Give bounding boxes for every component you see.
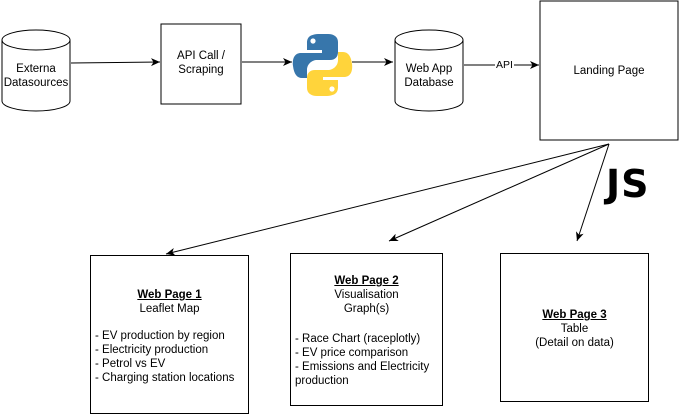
web-app-database-label-line-1: Web App [405, 63, 453, 75]
js-logo-icon: JS [606, 162, 650, 206]
list-item: - Electricity production [95, 344, 209, 356]
web-page-1-title: Web Page 1 [137, 289, 202, 301]
web-page-3-subtitle-line-1: Table [560, 323, 589, 335]
web-app-database-label-line-2: Database [404, 77, 454, 89]
web-page-3-header: Web Page 3 Table (Detail on data) [501, 308, 648, 350]
api-call-label: API Call / Scraping [161, 49, 241, 77]
web-app-database-cylinder[interactable] [394, 29, 464, 112]
list-item: - Petrol vs EV [95, 358, 166, 370]
arrow-landing-to-page2 [388, 143, 610, 242]
landing-page-label-text: Landing Page [573, 65, 645, 77]
python-logo-blue-icon [292, 34, 338, 78]
web-page-2-subtitle-line-1: Visualisation [334, 289, 399, 301]
arrow-datasources-to-api [70, 58, 161, 67]
arrow-landing-to-page1 [165, 143, 610, 256]
api-call-box[interactable] [160, 23, 242, 105]
web-page-2-box[interactable]: Web Page 2 Visualisation Graph(s) - Race… [290, 253, 443, 406]
web-page-2-title: Web Page 2 [334, 275, 399, 287]
web-page-1-subtitle: Leaflet Map [139, 303, 200, 315]
api-call-label-line-2: Scraping [178, 64, 224, 76]
python-logo-icon [292, 34, 353, 96]
api-edge-label: API [495, 59, 514, 71]
landing-page-label: Landing Page [540, 64, 678, 78]
list-item: - Emissions and Electricity production [295, 361, 430, 387]
python-logo-yellow-icon [307, 52, 353, 96]
list-item: - EV price comparison [295, 347, 409, 359]
external-datasources-label-line-1: Externa [16, 63, 56, 75]
web-app-database-label: Web App Database [395, 62, 463, 90]
arrow-landing-to-page3 [576, 143, 610, 242]
web-page-3-title: Web Page 3 [542, 309, 607, 321]
list-item: - EV production by region [95, 330, 225, 342]
web-page-2-bullets: - Race Chart (raceplotly) - EV price com… [295, 332, 440, 388]
external-datasources-label: Externa Datasources [2, 62, 70, 90]
web-page-3-box[interactable]: Web Page 3 Table (Detail on data) [500, 253, 649, 402]
list-item: - Charging station locations [95, 372, 235, 384]
web-page-3-subtitle-line-2: (Detail on data) [535, 337, 614, 349]
web-page-2-subtitle-line-2: Graph(s) [343, 303, 390, 315]
web-page-1-bullets: - EV production by region - Electricity … [95, 329, 246, 385]
web-page-2-header: Web Page 2 Visualisation Graph(s) [291, 274, 442, 316]
api-call-label-line-1: API Call / [177, 50, 225, 62]
web-page-1-box[interactable]: Web Page 1 Leaflet Map - EV production b… [90, 255, 249, 414]
external-datasources-label-line-2: Datasources [3, 77, 69, 89]
list-item: - Race Chart (raceplotly) [295, 333, 421, 345]
web-page-1-header: Web Page 1 Leaflet Map [91, 288, 248, 316]
external-datasources-cylinder[interactable] [1, 29, 71, 112]
landing-page-box[interactable] [539, 0, 679, 141]
